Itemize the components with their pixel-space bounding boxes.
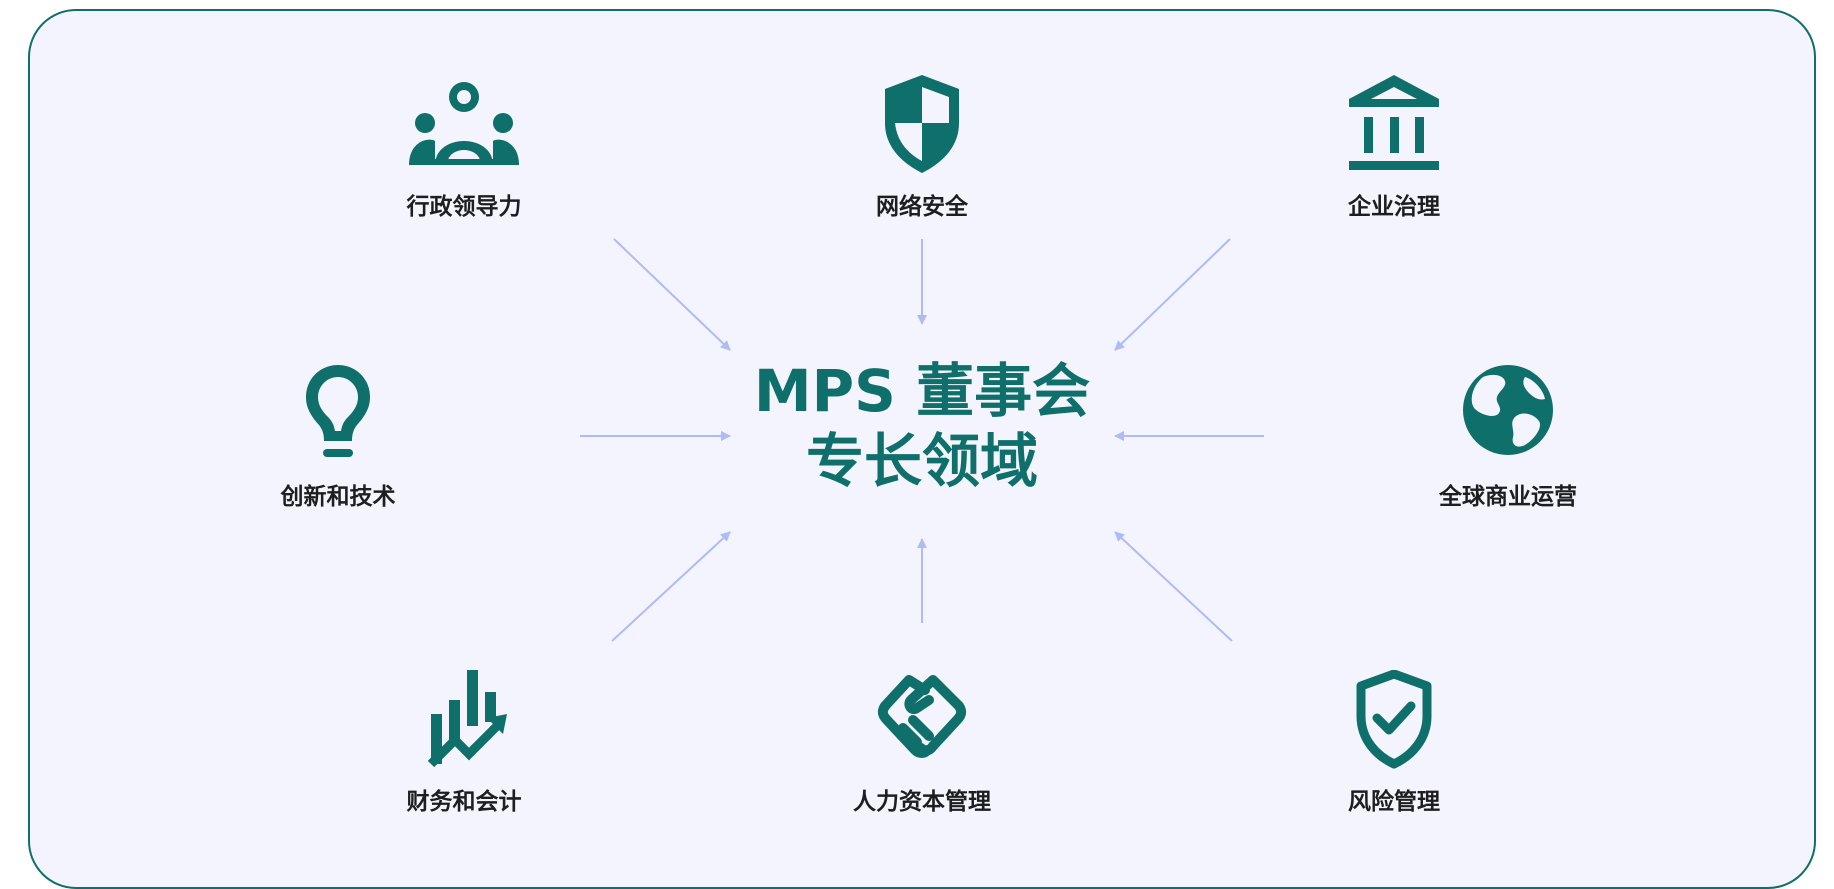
handshake-icon <box>877 675 967 758</box>
center-title: MPS 董事会 专长领域 <box>702 356 1142 496</box>
arrow-top-left <box>613 238 731 351</box>
node-label: 风险管理 <box>1348 789 1440 815</box>
bank-building-icon <box>1349 75 1439 170</box>
node-label: 人力资本管理 <box>853 789 991 815</box>
node-cybersecurity: 网络安全 <box>792 75 1052 221</box>
node-risk-management: 风险管理 <box>1264 670 1524 816</box>
chart-growth-icon <box>427 670 507 768</box>
arrow-top-right <box>1114 238 1231 351</box>
node-innovation-technology: 创新和技术 <box>208 365 468 511</box>
node-label: 行政领导力 <box>406 194 522 220</box>
node-label: 创新和技术 <box>280 484 396 510</box>
people-group-icon <box>409 82 519 165</box>
node-label: 企业治理 <box>1348 194 1440 220</box>
lightbulb-icon <box>306 365 370 457</box>
arrow-bottom-right <box>1114 531 1233 642</box>
node-corporate-governance: 企业治理 <box>1264 75 1524 221</box>
shield-check-icon <box>1356 670 1432 769</box>
node-human-capital-management: 人力资本管理 <box>792 670 1052 816</box>
arrow-bottom-left <box>611 531 731 642</box>
node-label: 财务和会计 <box>406 789 522 815</box>
node-finance-accounting: 财务和会计 <box>334 670 594 816</box>
globe-icon <box>1463 365 1553 455</box>
node-label: 网络安全 <box>876 194 968 220</box>
arrows-layer <box>580 238 1264 642</box>
node-global-business-operations: 全球商业运营 <box>1378 365 1638 511</box>
node-executive-leadership: 行政领导力 <box>334 75 594 221</box>
shield-icon <box>885 75 959 173</box>
center-title-line1: MPS 董事会 <box>753 357 1091 425</box>
center-title-line2: 专长领域 <box>805 427 1038 495</box>
node-label: 全球商业运营 <box>1439 484 1577 510</box>
